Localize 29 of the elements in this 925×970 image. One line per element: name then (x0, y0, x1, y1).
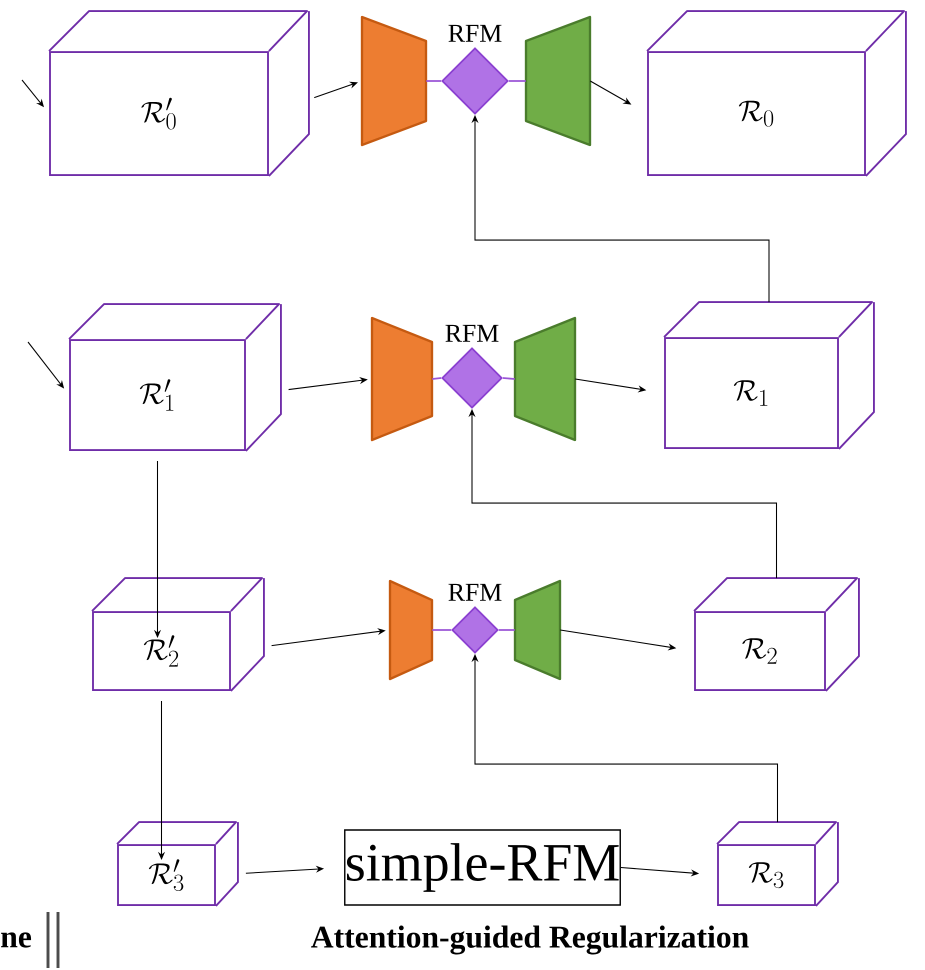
heading-text: Attention-guided Regularization (311, 926, 749, 954)
cube: $\mathcal{R}_2$ (693, 577, 860, 692)
connector-line (432, 629, 452, 631)
rfm-label: RFM (448, 584, 502, 601)
rfm-diamond (441, 347, 503, 409)
cube: $\mathcal{R}'_3$ (116, 821, 239, 907)
rfm-diamond (451, 606, 499, 654)
encoder-trapezoid (360, 16, 428, 146)
cube: $\mathcal{R}_3$ (716, 821, 839, 907)
connector-line (502, 377, 515, 380)
rfm-label: RFM (446, 324, 498, 342)
cube: $\mathcal{R}'_2$ (91, 577, 265, 692)
encoder-trapezoid (388, 580, 434, 680)
cube: $\mathcal{R}_0$ (646, 10, 907, 177)
connector-line (498, 629, 515, 631)
heading-text: ne (1, 932, 32, 948)
connector-line (432, 377, 442, 380)
rfm-diamond (441, 47, 509, 115)
decoder-trapezoid (514, 580, 562, 680)
cube: $\mathcal{R}_1$ (663, 301, 875, 450)
decoder-trapezoid (524, 16, 592, 146)
encoder-trapezoid (370, 316, 434, 442)
decoder-trapezoid (514, 316, 576, 442)
connector-line (426, 80, 442, 82)
process-box: simple-RFM (344, 829, 621, 906)
connector-line (508, 80, 526, 82)
cube: $\mathcal{R}'_1$ (68, 303, 282, 452)
rfm-label: RFM (448, 24, 502, 42)
cube: $\mathcal{R}'_0$ (48, 10, 310, 177)
